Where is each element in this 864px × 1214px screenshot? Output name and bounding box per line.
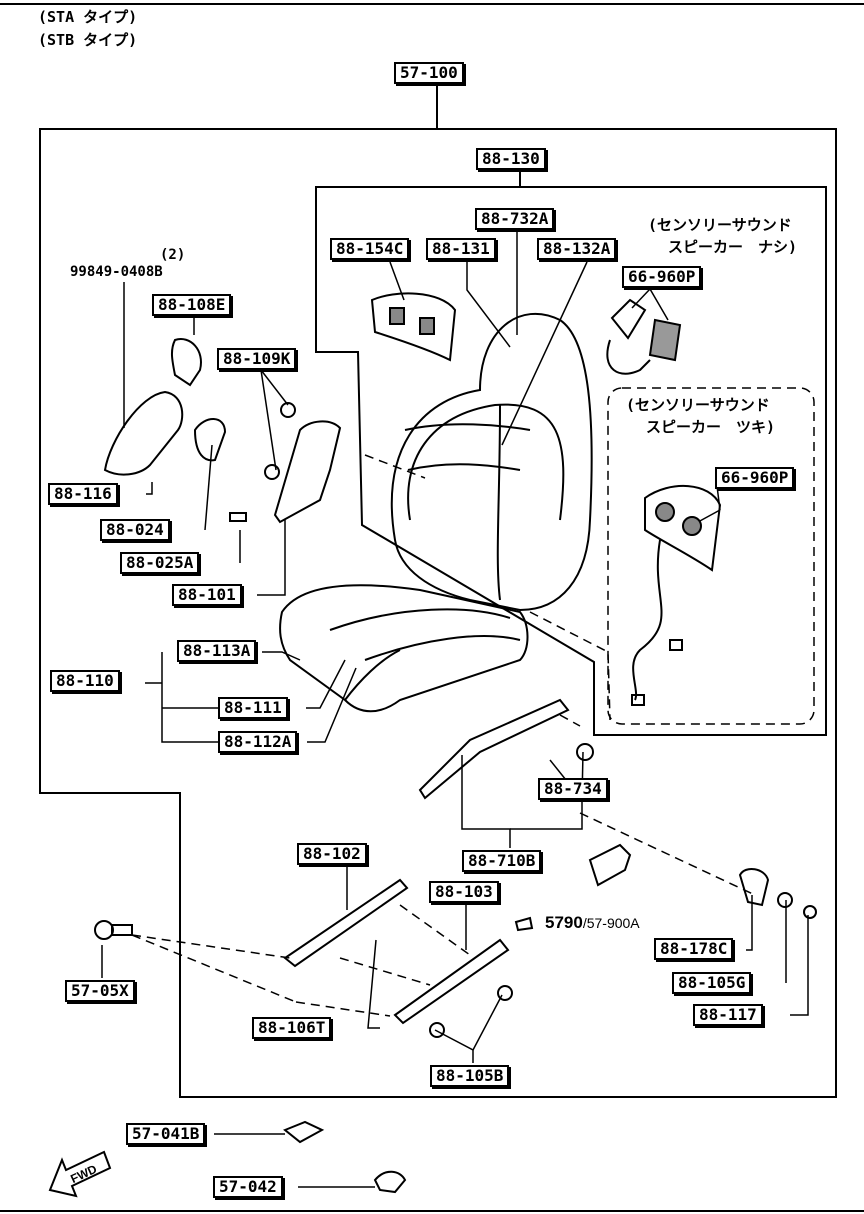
part-88-109k[interactable]: 88-109K (217, 348, 297, 370)
note-no-speaker-line2: スピーカー ナシ) (668, 238, 798, 256)
bolt-part-99849-0408b[interactable]: 99849-0408B (70, 264, 163, 280)
note-with-speaker-line1: (センソリーサウンド (626, 396, 770, 414)
part-88-025a[interactable]: 88-025A (120, 552, 200, 574)
part-57-05x[interactable]: 57-05X (65, 980, 135, 1002)
part-88-734[interactable]: 88-734 (538, 778, 608, 800)
note-with-speaker-line2: スピーカー ツキ) (646, 418, 776, 436)
part-88-105b[interactable]: 88-105B (430, 1065, 510, 1087)
seat-cushion (279, 584, 529, 713)
part-88-105g[interactable]: 88-105G (672, 972, 752, 994)
reference-5790[interactable]: 5790/57-900A (545, 914, 640, 931)
recliner-hinge (273, 420, 342, 524)
cap-57-042 (373, 1170, 407, 1194)
frame-lines (0, 3, 864, 1212)
part-88-732a[interactable]: 88-732A (475, 208, 555, 230)
sensory-speaker (644, 485, 722, 572)
belt-bracket (738, 868, 770, 907)
fwd-arrow (48, 1150, 112, 1198)
adjuster-rail (418, 698, 570, 800)
speaker-cover (370, 292, 457, 362)
part-88-710b[interactable]: 88-710B (462, 850, 542, 872)
speaker-unit (610, 298, 647, 340)
header-type-sta: (STA タイプ) (38, 8, 138, 26)
cap-57-041b (283, 1120, 325, 1144)
part-88-102[interactable]: 88-102 (297, 843, 367, 865)
part-88-112a[interactable]: 88-112A (218, 731, 298, 753)
reference-sub: /57-900A (582, 915, 640, 931)
part-88-154c[interactable]: 88-154C (330, 238, 410, 260)
reference-main: 5790 (545, 913, 583, 932)
parts (94, 292, 817, 1194)
part-88-130[interactable]: 88-130 (476, 148, 546, 170)
leader-lines (101, 232, 809, 1188)
part-88-110[interactable]: 88-110 (50, 670, 120, 692)
part-88-132a[interactable]: 88-132A (537, 238, 617, 260)
bolt-quantity: (2) (160, 247, 186, 263)
part-57-042[interactable]: 57-042 (213, 1176, 283, 1198)
part-88-106t[interactable]: 88-106T (252, 1017, 332, 1039)
slide-rail-left (283, 878, 409, 968)
part-88-117[interactable]: 88-117 (693, 1004, 763, 1026)
part-88-103[interactable]: 88-103 (429, 881, 499, 903)
note-no-speaker-line1: (センソリーサウンド (648, 216, 792, 234)
part-57-100[interactable]: 57-100 (394, 62, 464, 84)
recliner-cover (103, 390, 184, 476)
part-88-113a[interactable]: 88-113A (177, 640, 257, 662)
part-88-131[interactable]: 88-131 (426, 238, 496, 260)
part-88-111[interactable]: 88-111 (218, 697, 288, 719)
part-66-960p-with-speaker[interactable]: 66-960P (715, 467, 795, 489)
part-88-178c[interactable]: 88-178C (654, 938, 734, 960)
part-88-101[interactable]: 88-101 (172, 584, 242, 606)
part-88-108e[interactable]: 88-108E (152, 294, 232, 316)
slide-rail-right (393, 938, 510, 1025)
part-88-024[interactable]: 88-024 (100, 519, 170, 541)
part-66-960p-no-speaker[interactable]: 66-960P (622, 266, 702, 288)
belt-buckle (588, 843, 632, 887)
header-type-stb: (STB タイプ) (38, 31, 138, 49)
dashed-boxes (131, 387, 815, 1017)
part-88-116[interactable]: 88-116 (48, 483, 118, 505)
part-57-041b[interactable]: 57-041B (126, 1123, 206, 1145)
